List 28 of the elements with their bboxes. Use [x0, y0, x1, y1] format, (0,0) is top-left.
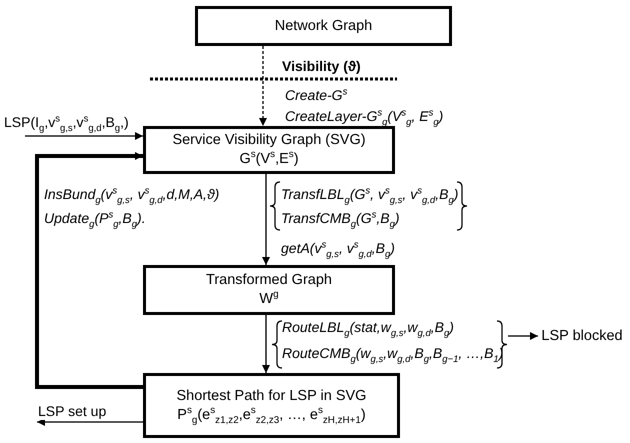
process-box [143, 126, 395, 174]
node-text: Shortest Path for LSP in SVG [176, 386, 366, 406]
arrow [37, 418, 143, 426]
node-text: P$^{s}$$_{g}$(e$^{s}$$_{z1,z2}$,e$^{s}$$_{z2,z3}$, …, e$^{s}$$_{zH,zH+1}$) [177, 406, 366, 424]
function-label: Update$_{g}$(P$^{s}$$_{g}$,B$_{g}$). [44, 209, 146, 227]
node-text: Transformed Graph [206, 271, 332, 290]
function-label: getA(v$^{s}$$_{g,s}$, v$^{s}$$_{g,d}$,B$_{g}$) [281, 239, 395, 257]
status-text: LSP blocked [541, 326, 623, 346]
process-box [143, 373, 400, 438]
process-box [143, 265, 395, 315]
arrow [25, 132, 143, 140]
function-label: TransfCMB$_{g}$(G$^{s}$,B$_{g}$) [281, 209, 400, 227]
boundary-label: Visibility (ϑ) [282, 57, 361, 75]
node-text: G$^{s}$(V$^{s}$,E$^{s}$) [239, 150, 299, 169]
node-text: Service Visibility Graph (SVG) [172, 131, 366, 150]
arrow [262, 174, 270, 265]
function-label: Create-G$^{s}$ [285, 86, 348, 104]
node-text: Network Graph [274, 16, 372, 36]
function-label: TransfLBL$_{g}$(G$^{s}$, v$^{s}$$_{g,s}$, v$^{s}$$_{g,d}$,B$_{g}$) [281, 185, 458, 203]
arrow [259, 46, 267, 126]
arrow [262, 315, 270, 373]
arrow [35, 152, 143, 389]
arrow [508, 332, 538, 340]
process-box [195, 6, 452, 46]
function-label: RouteLBL$_{g}$(stat,w$_{g,s}$,w$_{g,d}$,B$_{g}$) [282, 318, 454, 336]
node-text: W$^{g}$ [259, 290, 279, 309]
function-label: InsBund$_{g}$(v$^{s}$$_{g,s}$, v$^{s}$$_{g,d}$,d,M,A,ϑ) [44, 185, 220, 203]
edge-label: LSP(I$_{g}$,v$^{s}$$_{g,s}$,v$^{s}$$_{g,d}$,B$_{g}$,) [4, 113, 129, 131]
